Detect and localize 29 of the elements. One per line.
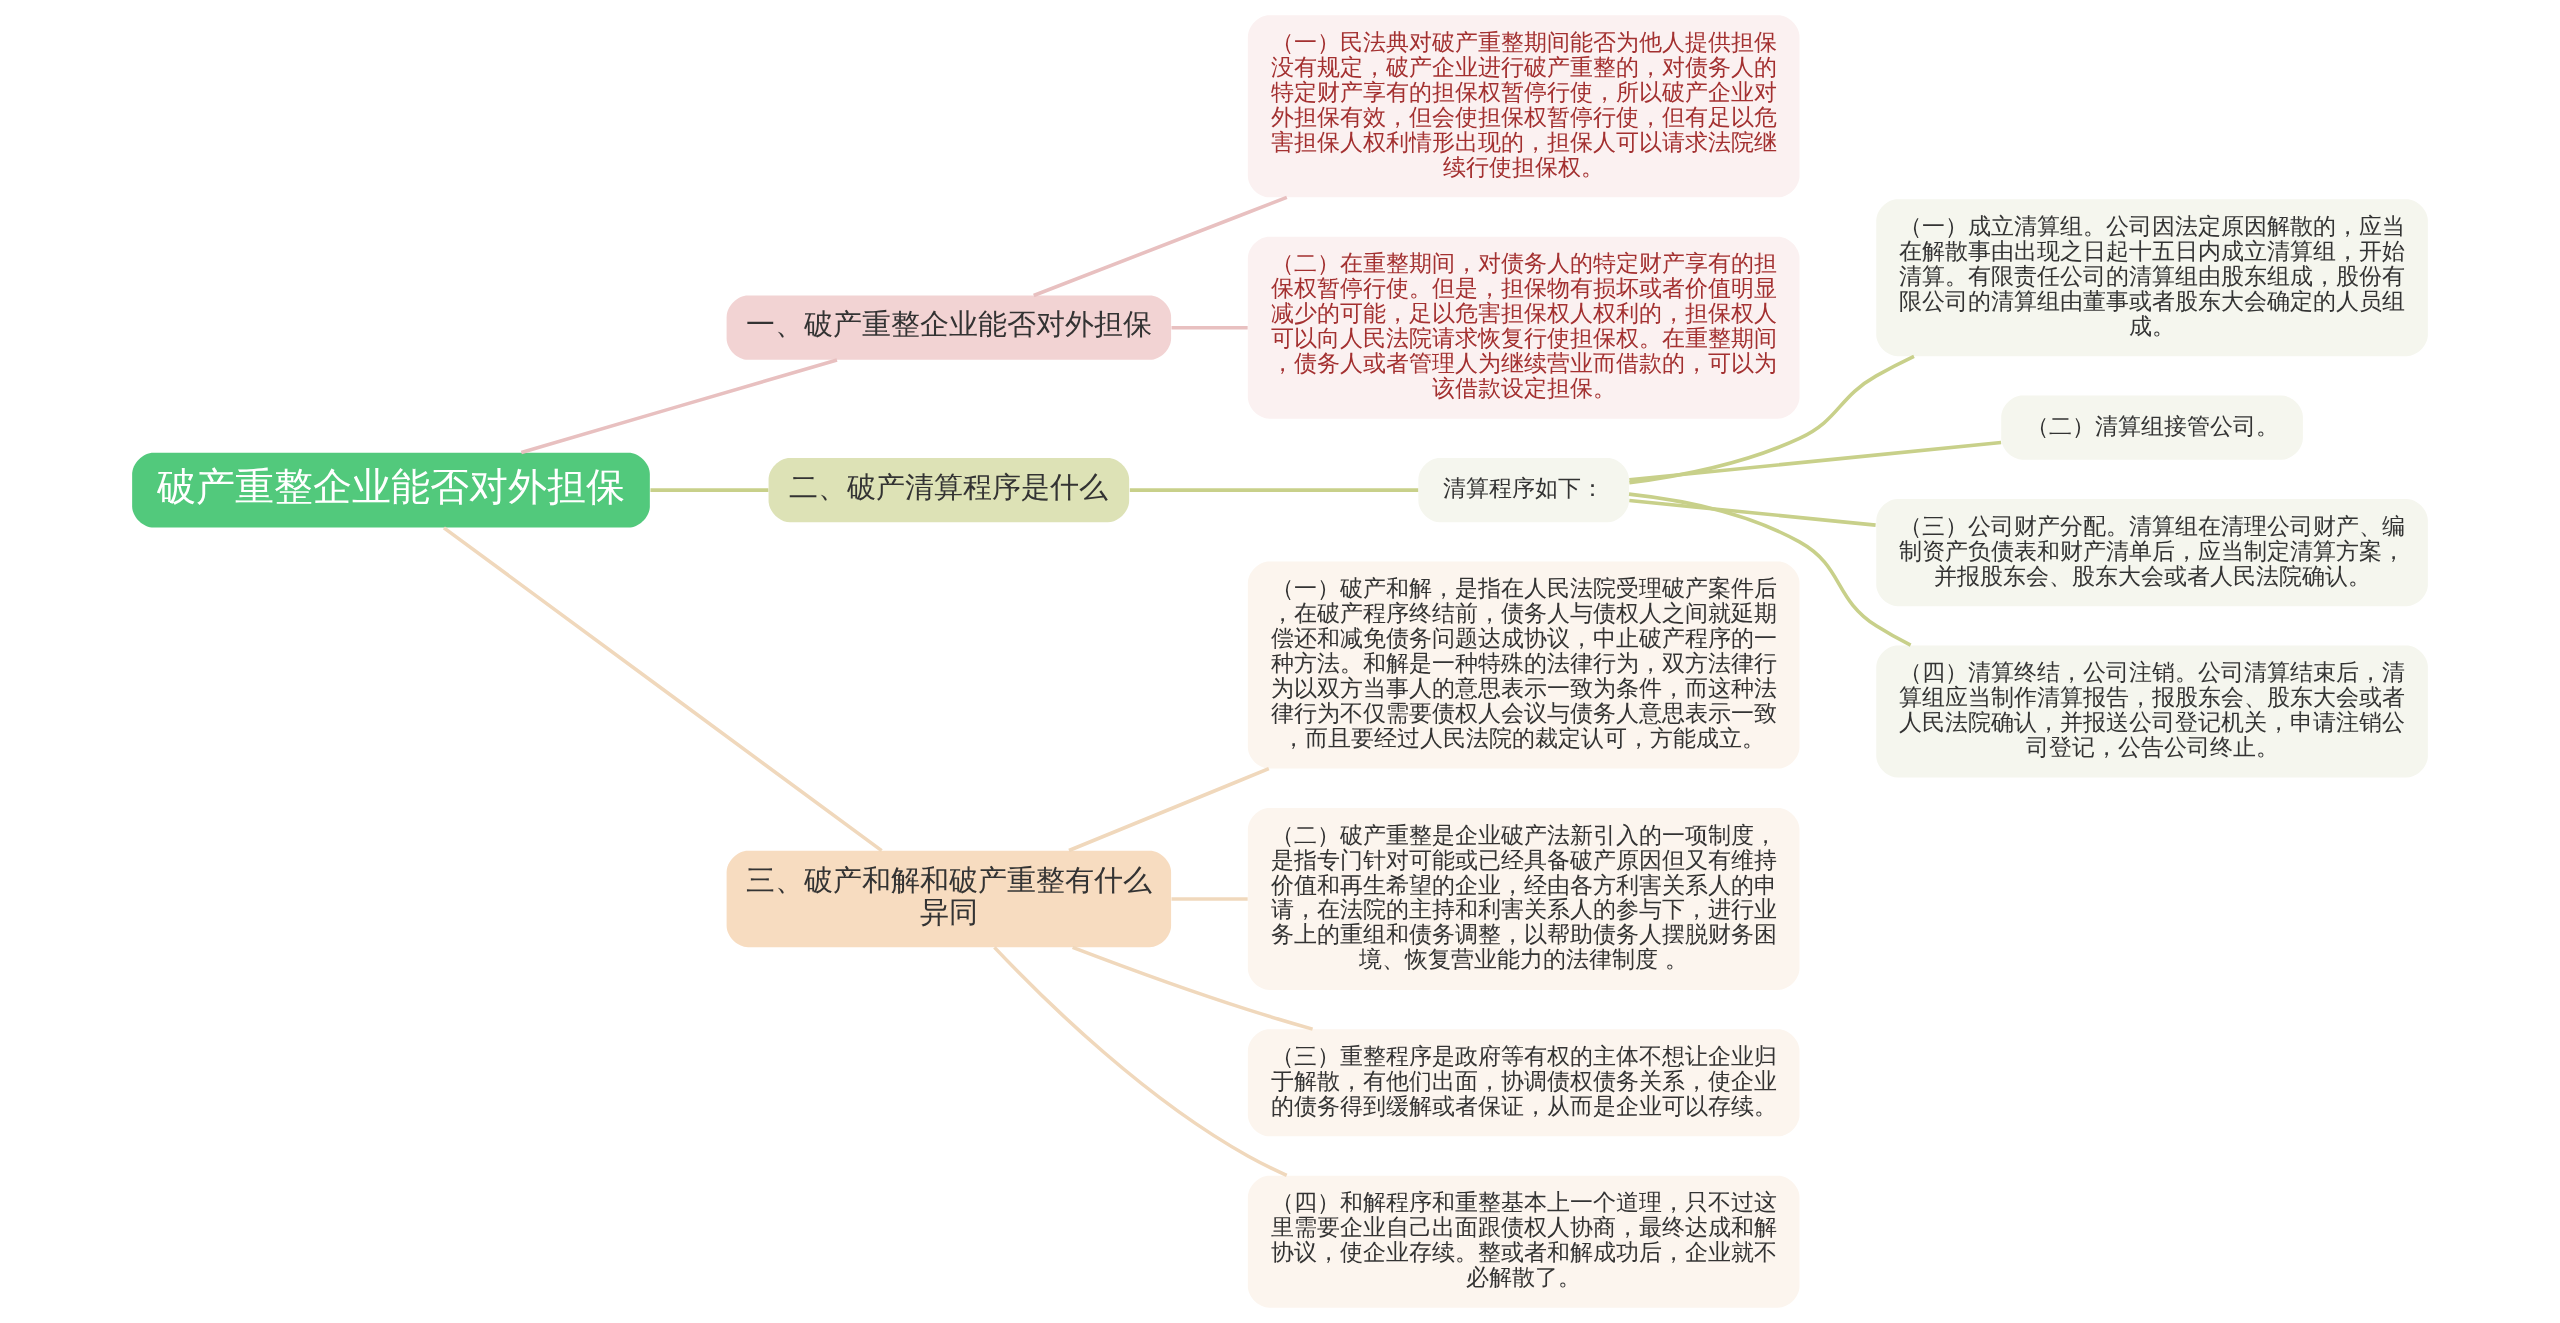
connector [1171, 325, 1248, 330]
connector [1072, 945, 1314, 1031]
node-box: （三）公司财产分配。清算组在清理公司财产、编制资产负债表和财产清单后，应当制定清算方案，并报股东会、股东大会或者人民法院确认。 [1876, 499, 2428, 607]
node-box: （一）破产和解，是指在人民法院受理破产案件后，在破产程序终结前，债务人与债权人之间就延期偿还和减免债务问题达成协议，中止破产程序的一种方法。和解是一种特殊的法律行为，双方法律行为以双方当事人的意思表示一致为条件，而这种法律行为不仅需要债权人会议与债务人意思表示一致，而且要经过人民法院的裁定认可，方能成立。 [1247, 561, 1800, 769]
node-box: （四）和解程序和重整基本上一个道理，只不过这里需要企业自己出面跟债权人协商，最终达成和解协议，使企业存续。整或者和解成功后，企业就不必解散了。 [1247, 1175, 1800, 1308]
connector [1129, 488, 1419, 492]
node-box: 破产重整企业能否对外担保 [132, 452, 650, 528]
connector [442, 526, 883, 853]
connector [1629, 354, 1915, 485]
connector [1629, 440, 2002, 482]
node-box: 二、破产清算程序是什么 [768, 458, 1130, 523]
node-box: （一）成立清算组。公司因法定原因解散的，应当在解散事由出现之日起十五日内成立清算组，开始清算。有限责任公司的清算组由股东组成，股份有限公司的清算组由董事或者股东大会确定的人员组成。 [1876, 199, 2428, 357]
connector [650, 488, 769, 492]
connector [1628, 492, 1912, 647]
connector [1033, 195, 1288, 298]
connector [993, 946, 1288, 1177]
node-box: 清算程序如下： [1418, 458, 1629, 523]
node-box: （一）民法典对破产重整期间能否为他人提供担保没有规定，破产企业进行破产重整的，对债务人的特定财产享有的担保权暂停行使，所以破产企业对外担保有效，但会使担保权暂停行使，但有足以危害担保人权利情形出现的，担保人可以请求法院继续行使担保权。 [1247, 15, 1800, 198]
node-box: （二）清算组接管公司。 [2001, 395, 2303, 460]
connector [1629, 498, 1876, 527]
node-box: （二）破产重整是企业破产法新引入的一项制度，是指专门针对可能或已经具备破产原因但又有维持价值和再生希望的企业，经由各方利害关系人的申请，在法院的主持和利害关系人的参与下，进行业务上的重组和债务调整，以帮助债务人摆脱财务困境、恢复营业能力的法律制度 。 [1247, 807, 1800, 990]
node-box: （二）在重整期间，对债务人的特定财产享有的担保权暂停行使。但是，担保物有损坏或者价值明显减少的可能，足以危害担保权人权利的，担保权人可以向人民法院请求恢复行使担保权。在重整期间，债务人或者管理人为继续营业而借款的，可以为该借款设定担保。 [1247, 236, 1800, 419]
node-box: （三）重整程序是政府等有权的主体不想让企业归于解散，有他们出面，协调债权债务关系，使企业的债务得到缓解或者保证，从而是企业可以存续。 [1247, 1029, 1800, 1137]
connector [520, 358, 838, 455]
node-box: 一、破产重整企业能否对外担保 [726, 295, 1172, 360]
node-box: （四）清算终结，公司注销。公司清算结束后，清算组应当制作清算报告，报股东会、股东大会或者人民法院确认，并报送公司登记机关，申请注销公司登记，公告公司终止。 [1876, 645, 2428, 778]
connector [1171, 897, 1248, 901]
node-box: 三、破产和解和破产重整有什么异同 [726, 850, 1172, 948]
connector [1068, 767, 1270, 853]
